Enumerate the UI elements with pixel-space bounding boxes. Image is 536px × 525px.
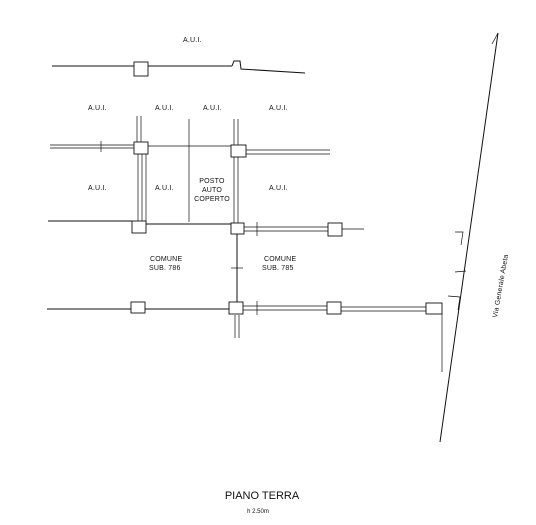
- floor-title: PIANO TERRA: [225, 490, 300, 502]
- middle-wall: [50, 141, 330, 158]
- bottom-wall: [47, 301, 443, 315]
- label-aui-r1-d: A.U.I.: [269, 105, 288, 112]
- street-name: Via Generale Abeta: [492, 254, 510, 318]
- label-aui-r2-b: A.U.I.: [155, 185, 174, 192]
- label-aui-top: A.U.I.: [183, 37, 202, 44]
- label-comune-right-1: COMUNE: [264, 256, 296, 263]
- floor-height: h 2.50m: [247, 509, 269, 515]
- label-aui-r1-b: A.U.I.: [155, 105, 174, 112]
- lower-wall: [48, 220, 364, 237]
- label-posto-line2: AUTO: [202, 187, 222, 194]
- label-comune-right-2: SUB. 785: [262, 265, 294, 272]
- label-posto-line1: POSTO: [199, 178, 225, 185]
- vertical-walls: [136, 116, 243, 338]
- label-comune-left-1: COMUNE: [150, 256, 182, 263]
- label-aui-r2-a: A.U.I.: [88, 185, 107, 192]
- top-wall: [52, 60, 306, 77]
- label-aui-r2-d: A.U.I.: [269, 185, 288, 192]
- street-boundary: [439, 32, 499, 443]
- label-comune-left-2: SUB. 786: [149, 265, 181, 272]
- label-posto-line3: COPERTO: [194, 196, 230, 203]
- label-aui-r1-a: A.U.I.: [88, 105, 107, 112]
- label-aui-r1-c: A.U.I.: [203, 105, 222, 112]
